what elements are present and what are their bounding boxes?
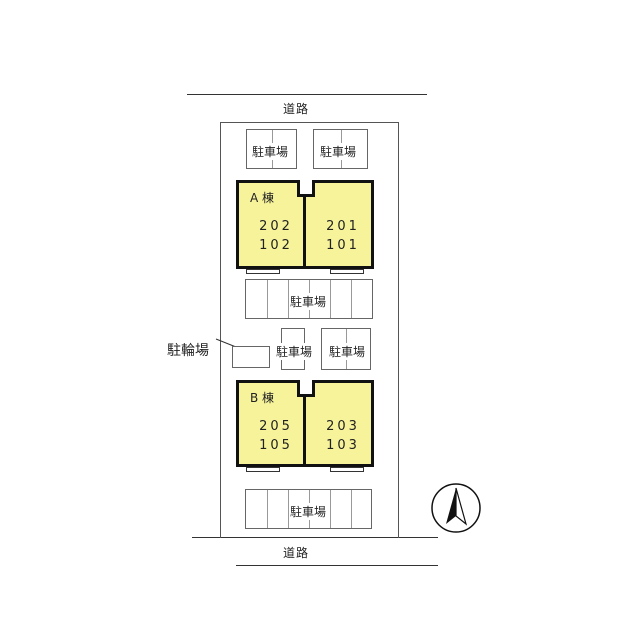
north-arrow-icon (431, 483, 481, 533)
building-b-entrance (297, 380, 315, 397)
parking-center-right-label: 駐車場 (328, 343, 367, 360)
top-road-label: 道路 (283, 102, 310, 116)
bicycle-parking-area (232, 346, 270, 368)
parking-top-right-label: 駐車場 (319, 143, 358, 160)
building-b-label: B 棟 (250, 391, 275, 405)
bottom-road-line (192, 537, 438, 538)
parking-middle-row-label: 駐車場 (289, 293, 328, 310)
building-a-left-numbers: 202 102 (251, 217, 301, 255)
unit-205: 205 (259, 419, 293, 434)
building-b-left-numbers: 205 105 (251, 417, 301, 455)
building-b-step-left (246, 467, 280, 472)
parking-bottom-row-label: 駐車場 (289, 503, 328, 520)
bicycle-parking-label: 駐輪場 (166, 340, 210, 360)
building-a-step-right (330, 269, 364, 274)
parking-top-left-label: 駐車場 (251, 143, 290, 160)
building-b-right-numbers: 203 103 (318, 417, 368, 455)
unit-101: 101 (326, 238, 360, 253)
building-a-step-left (246, 269, 280, 274)
unit-202: 202 (259, 219, 293, 234)
unit-102: 102 (259, 238, 293, 253)
lot-boundary (220, 122, 399, 538)
building-a-entrance (297, 180, 315, 197)
building-a-label: A 棟 (250, 191, 275, 205)
parking-center-left-label: 駐車場 (275, 343, 314, 360)
building-a-unit-left (236, 180, 306, 269)
building-a-right-numbers: 201 101 (318, 217, 368, 255)
unit-103: 103 (326, 438, 360, 453)
building-b-step-right (330, 467, 364, 472)
bottom-road-label: 道路 (283, 546, 310, 560)
unit-203: 203 (326, 419, 360, 434)
bottom-road-edge (236, 565, 438, 566)
top-road-line (187, 94, 427, 95)
unit-201: 201 (326, 219, 360, 234)
unit-105: 105 (259, 438, 293, 453)
